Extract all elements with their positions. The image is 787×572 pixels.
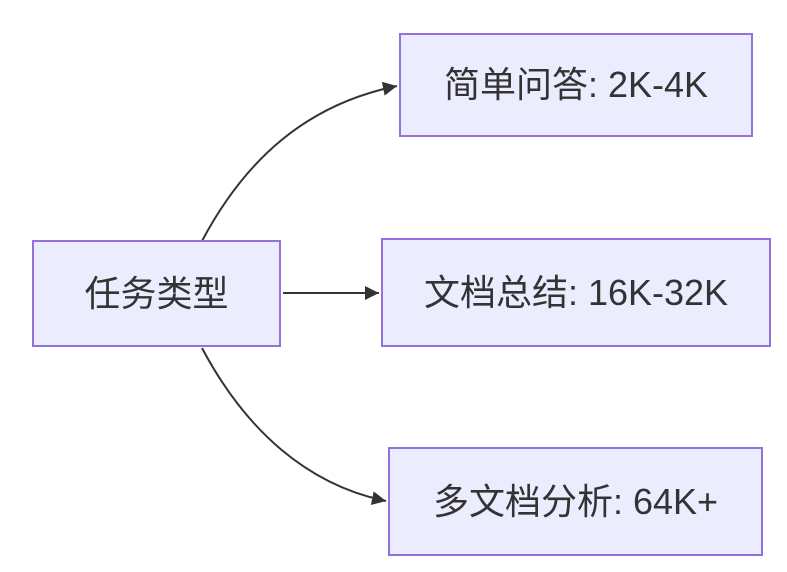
node-simple-qa: 简单问答: 2K-4K: [399, 33, 753, 137]
node-multi-doc: 多文档分析: 64K+: [388, 447, 763, 556]
node-doc-summary: 文档总结: 16K-32K: [381, 238, 771, 347]
node-multi-doc-label: 多文档分析: 64K+: [432, 480, 719, 522]
node-simple-qa-label: 简单问答: 2K-4K: [443, 64, 709, 106]
edge-task-type-to-multi-doc: [201, 347, 387, 506]
node-doc-summary-label: 文档总结: 16K-32K: [423, 271, 729, 313]
edge-task-type-to-simple-qa: [201, 81, 398, 242]
node-task-type-label: 任务类型: [84, 272, 229, 314]
node-task-type: 任务类型: [32, 240, 281, 347]
